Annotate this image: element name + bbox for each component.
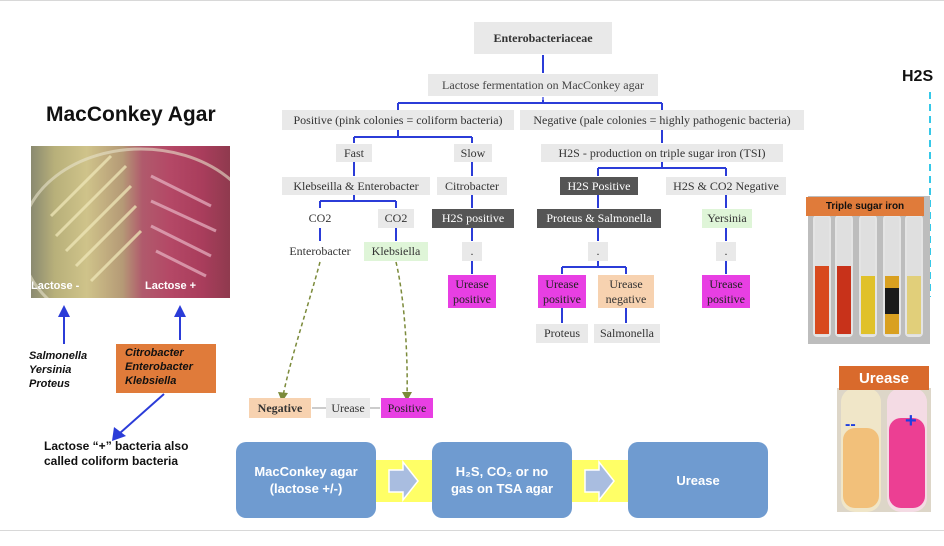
node-enterobacteriaceae: Enterobacteriaceae: [474, 22, 612, 54]
urease-positive-3-line1: Urease: [709, 276, 743, 291]
urease-row-label: Urease: [326, 398, 370, 418]
lactose-positive-bacteria-box: Citrobacter Enterobacter Klebsiella: [116, 344, 216, 393]
node-urease-negative: Urease negative: [598, 275, 654, 308]
node-salmonella: Salmonella: [594, 324, 660, 343]
urease-positive-sign: +: [905, 410, 917, 432]
urease-positive-2-line2: positive: [543, 291, 581, 306]
urease-positive-3-line2: positive: [707, 291, 745, 306]
flow-step-2-line2: gas on TSA agar: [450, 481, 554, 496]
node-proteus: Proteus: [536, 324, 588, 343]
urease-positive-2-line1: Urease: [545, 276, 579, 291]
urease-negative-line2: negative: [605, 291, 647, 306]
top-divider: [0, 0, 944, 1]
flow-step-macconkey: MacConkey agar (lactose +/-): [236, 442, 376, 518]
bacteria-yersinia: Yersinia: [29, 364, 72, 376]
urease-positive-1-line1: Urease: [455, 276, 489, 291]
plate-label-lactose-negative: Lactose -: [31, 280, 80, 292]
node-urease-positive-1: Urease positive: [448, 275, 496, 308]
urease-negative-line1: Urease: [609, 276, 643, 291]
urease-row-positive: Positive: [381, 398, 433, 418]
flow-step-tsa: H₂S, CO₂ or no gas on TSA agar: [432, 442, 572, 518]
node-citrobacter: Citrobacter: [437, 177, 507, 195]
node-klebsiella: Klebsiella: [364, 242, 428, 261]
plate-label-lactose-positive: Lactose +: [145, 280, 197, 292]
node-dot-2: .: [588, 242, 608, 261]
flow-connector-2: [569, 460, 631, 502]
node-proteus-salmonella: Proteus & Salmonella: [537, 209, 661, 228]
flow-step-urease: Urease: [628, 442, 768, 518]
bacteria-proteus: Proteus: [29, 378, 70, 390]
bacteria-citrobacter: Citrobacter: [125, 347, 184, 359]
tsi-tubes-image: [808, 196, 930, 344]
flow-step-2-line1: H₂S, CO₂ or no: [455, 464, 549, 479]
h2s-title: H2S: [902, 68, 934, 85]
node-fast: Fast: [336, 144, 372, 162]
urease-row-negative: Negative: [249, 398, 311, 418]
tsi-label: Triple sugar iron: [806, 197, 924, 216]
flow-step-1-line2: (lactose +/-): [269, 481, 343, 496]
urease-tubes-image: -- +: [837, 388, 931, 512]
node-slow: Slow: [454, 144, 492, 162]
coliform-note-line2: called coliform bacteria: [44, 454, 179, 468]
node-dot-3: .: [716, 242, 736, 261]
bacteria-salmonella: Salmonella: [29, 350, 88, 362]
node-urease-positive-2: Urease positive: [538, 275, 586, 308]
node-lactose-fermentation: Lactose fermentation on MacConkey agar: [428, 74, 658, 96]
node-negative: Negative (pale colonies = highly pathoge…: [520, 110, 804, 130]
node-h2s-co2-negative: H2S & CO2 Negative: [666, 177, 786, 195]
urease-negative-sign: --: [845, 416, 856, 433]
coliform-note-line1: Lactose “+” bacteria also: [44, 439, 189, 453]
bacteria-klebsiella: Klebsiella: [125, 375, 177, 387]
macconkey-title: MacConkey Agar: [46, 103, 216, 126]
node-klebsiella-enterobacter: Klebseilla & Enterobacter: [282, 177, 430, 195]
macconkey-plate-image: Lactose - Lactose +: [31, 146, 230, 298]
coliform-note: Lactose “+” bacteria also called colifor…: [44, 439, 188, 469]
node-co2-b: CO2: [378, 209, 414, 228]
node-h2s-positive: H2S positive: [432, 209, 514, 228]
node-yersinia: Yersinia: [702, 209, 752, 228]
node-h2s-production: H2S - production on triple sugar iron (T…: [541, 144, 783, 162]
node-h2s-positive-group: H2S Positive: [560, 177, 638, 195]
flow-step-1-line1: MacConkey agar: [254, 464, 358, 479]
flow-connector-1: [373, 460, 435, 502]
lactose-negative-bacteria-list: Salmonella Yersinia Proteus: [29, 349, 87, 391]
urease-positive-1-line2: positive: [453, 291, 491, 306]
bacteria-enterobacter: Enterobacter: [125, 361, 193, 373]
node-dot-1: .: [462, 242, 482, 261]
node-urease-positive-3: Urease positive: [702, 275, 750, 308]
node-enterobacter: Enterobacter: [282, 242, 358, 261]
node-positive: Positive (pink colonies = coliform bacte…: [282, 110, 514, 130]
node-co2-a: CO2: [302, 209, 338, 228]
bottom-divider: [0, 530, 944, 531]
urease-label: Urease: [839, 366, 929, 390]
